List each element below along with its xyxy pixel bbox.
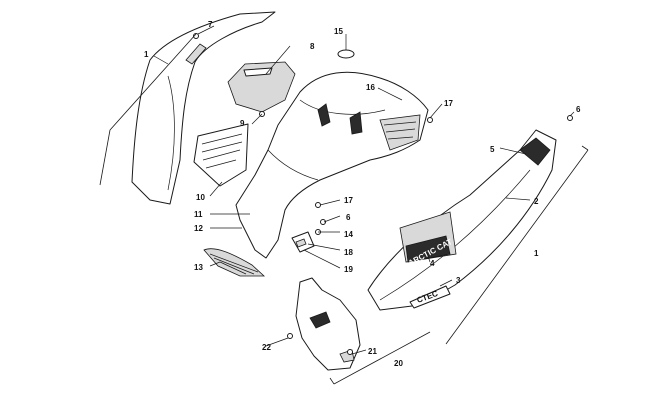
callout-9: 9 [240,119,245,128]
group-brackets [99,33,589,385]
callout-12: 12 [194,224,203,233]
right-side-panel: ARCTIC CAT CTEC [367,129,557,311]
leader-lines [153,25,575,355]
callout-22: 22 [262,343,271,352]
headlight-lens [203,248,266,277]
callout-16: 16 [366,83,375,92]
callout-20: 20 [394,359,403,368]
callout-1-left: 1 [144,50,149,59]
callout-labels: 1 1 2 3 4 5 6 6 7 8 9 10 11 12 13 14 15 … [144,20,581,368]
callout-1-right: 1 [534,249,539,258]
callout-6-center: 6 [346,213,351,222]
cap-part [337,49,355,59]
callout-10: 10 [196,193,205,202]
callout-17-center: 17 [344,196,353,205]
callout-5: 5 [490,145,495,154]
callout-14: 14 [344,230,353,239]
left-side-panel [131,11,276,205]
callout-19: 19 [344,265,353,274]
callout-17-top: 17 [444,99,453,108]
callout-15: 15 [334,27,343,36]
callout-11: 11 [194,210,203,219]
callout-3: 3 [456,276,461,285]
callout-4: 4 [430,259,435,268]
callout-8: 8 [310,42,315,51]
callout-7: 7 [208,20,213,29]
windshield-insert [227,61,296,113]
callout-6-right: 6 [576,105,581,114]
callout-18: 18 [344,248,353,257]
callout-13: 13 [194,263,203,272]
callout-21: 21 [368,347,377,356]
mount-bracket [291,231,315,253]
lower-nose-piece [295,277,361,371]
callout-2: 2 [534,197,539,206]
vent-grille [193,123,249,187]
hood-assembly [235,71,429,259]
